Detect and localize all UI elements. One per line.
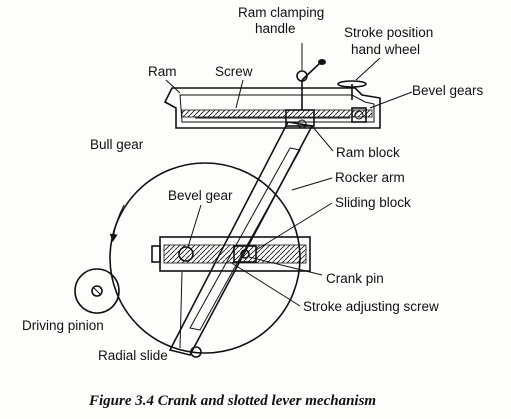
ram-clamping-handle-shape — [296, 59, 326, 110]
figure-caption: Figure 3.4 Crank and slotted lever mecha… — [88, 393, 376, 409]
label-ram-clamping-handle-line2: handle — [255, 21, 296, 36]
stroke-position-hand-wheel-shape — [337, 80, 367, 100]
ram-block-shape — [285, 109, 315, 127]
label-bevel-gear: Bevel gear — [168, 188, 233, 203]
radial-slide-shape — [151, 236, 311, 272]
label-crank-pin: Crank pin — [326, 271, 384, 286]
sliding-block-shape — [233, 245, 257, 263]
label-screw: Screw — [215, 64, 253, 79]
label-ram-block: Ram block — [336, 145, 400, 160]
leader-lines — [165, 43, 413, 349]
rocker-arm-shape — [168, 119, 314, 358]
bevel-gears-shape — [351, 107, 367, 123]
label-stroke-position: Stroke position — [344, 25, 433, 40]
ram-shape — [163, 87, 381, 129]
bevel-gear-shape — [178, 246, 194, 262]
driving-pinion-shape — [74, 268, 120, 314]
crank-pin-shape — [240, 249, 250, 259]
label-rocker-arm: Rocker arm — [335, 170, 405, 185]
label-sliding-block: Sliding block — [335, 195, 411, 210]
bull-gear-rotation-arrow — [109, 204, 125, 242]
label-driving-pinion: Driving pinion — [22, 318, 104, 333]
label-radial-slide: Radial slide — [98, 348, 168, 363]
label-stroke-position-line2: hand wheel — [351, 42, 420, 57]
label-bull-gear: Bull gear — [90, 137, 144, 152]
label-bevel-gears: Bevel gears — [412, 83, 484, 98]
label-ram: Ram — [148, 64, 177, 79]
label-ram-clamping-handle: Ram clamping — [238, 5, 324, 20]
label-stroke-adjusting-screw: Stroke adjusting screw — [303, 299, 439, 314]
